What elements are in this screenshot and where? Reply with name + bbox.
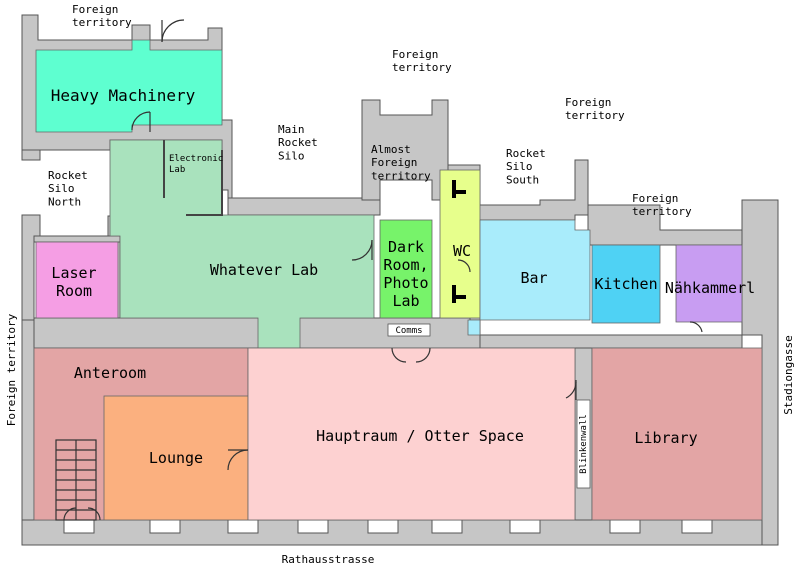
label-line: Lab: [169, 165, 185, 175]
label-line: Silo: [506, 160, 533, 173]
label-line: Laser: [51, 264, 96, 282]
label-line: territory: [565, 109, 625, 122]
label-rathausstrasse: Rathausstrasse: [282, 553, 375, 566]
label-blinkenwall: Blinkenwall: [579, 414, 589, 474]
label-stadiongasse: Stadiongasse: [782, 335, 795, 414]
label-line: Foreign: [371, 156, 417, 169]
label-line: Photo: [383, 274, 428, 292]
blinkenwall-strip: [576, 399, 591, 489]
label-line: South: [506, 173, 539, 186]
label-line: Dark: [388, 238, 424, 256]
label-naehkammerl: Nähkammerl: [665, 279, 755, 297]
room-heavy-machinery[interactable]: [35, 39, 223, 133]
door-heavy-machinery-bottom[interactable]: [131, 111, 151, 131]
label-line: Room: [56, 282, 92, 300]
label-line: territory: [392, 61, 452, 74]
label-lounge: Lounge: [149, 449, 203, 467]
label-line: Foreign: [632, 192, 678, 205]
room-bar[interactable]: [467, 219, 591, 336]
label-line: Rocket: [278, 136, 318, 149]
label-line: territory: [371, 169, 431, 182]
door-comms[interactable]: [391, 347, 431, 363]
doors: [63, 19, 703, 521]
label-line: Lab: [392, 292, 419, 310]
label-line: Rocket: [48, 169, 88, 182]
walls: [21, 14, 779, 546]
room-kitchen[interactable]: [591, 244, 661, 324]
rooms: [33, 39, 763, 521]
room-naehkammerl[interactable]: [675, 244, 743, 323]
room-lounge[interactable]: [103, 395, 249, 521]
label-line: Room,: [383, 256, 428, 274]
room-whatever-lab[interactable]: [109, 139, 375, 349]
toilet-icon: [452, 180, 466, 303]
room-hauptraum[interactable]: [247, 347, 576, 521]
room-library[interactable]: [591, 347, 763, 521]
label-line: Main: [278, 123, 305, 136]
door-heavy-machinery-top[interactable]: [161, 19, 185, 43]
label-line: Silo: [278, 149, 305, 162]
label-library: Library: [634, 429, 697, 447]
label-line: territory: [632, 205, 692, 218]
comms-closet: [387, 323, 431, 337]
label-anteroom: Anteroom: [74, 364, 146, 382]
label-line: Foreign: [392, 48, 438, 61]
label-line: North: [48, 195, 81, 208]
label-line: Silo: [48, 182, 75, 195]
label-kitchen: Kitchen: [594, 275, 657, 293]
label-heavy-machinery: Heavy Machinery: [51, 86, 196, 105]
label-wc: WC: [453, 242, 471, 260]
label-line: Foreign: [72, 3, 118, 16]
door-naehkammerl[interactable]: [689, 321, 703, 333]
label-hauptraum: Hauptraum / Otter Space: [316, 427, 524, 445]
room-laser-room[interactable]: [35, 241, 119, 319]
label-line: Almost: [371, 143, 411, 156]
label-line: Rocket: [506, 147, 546, 160]
staircase: [55, 439, 97, 521]
label-line: Foreign: [565, 96, 611, 109]
label-foreign-left: Foreign territory: [5, 313, 18, 426]
door-wc[interactable]: [457, 259, 471, 273]
label-bar: Bar: [520, 269, 547, 287]
label-comms: Comms: [395, 326, 422, 336]
label-whatever-lab: Whatever Lab: [210, 261, 318, 279]
electronic-lab-walls: [163, 140, 223, 216]
label-line: territory: [72, 16, 132, 29]
label-line: Electronic: [169, 154, 223, 164]
room-wc[interactable]: [439, 169, 481, 319]
room-dark-room[interactable]: [379, 219, 433, 319]
door-anteroom-bottom[interactable]: [63, 507, 101, 521]
